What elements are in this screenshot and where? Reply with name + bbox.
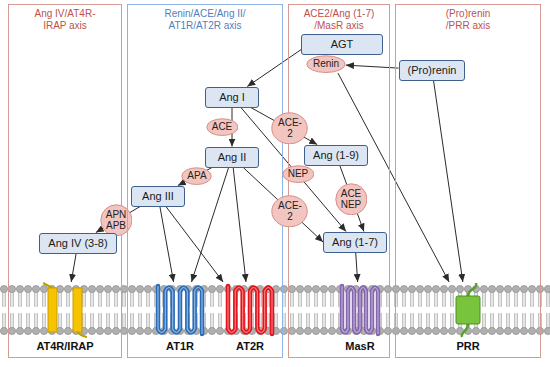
receptor-helix <box>158 286 202 334</box>
reaction-arrow <box>178 168 212 186</box>
enzyme-ellipse: NEP <box>282 165 315 183</box>
enzyme-shape <box>282 166 313 183</box>
enzyme-name: Renin <box>313 58 339 69</box>
receptor: AT4R/IRAP <box>36 282 93 353</box>
receptor-helix <box>342 286 378 334</box>
peptide-box: Ang IV (3-8) <box>39 233 116 254</box>
receptor-highlight <box>342 286 378 334</box>
receptor-symbol <box>152 282 208 338</box>
enzyme-ellipse: ACE-2 <box>271 195 308 228</box>
enzyme-name: ACE-2 <box>278 117 302 139</box>
enzyme-shape <box>272 113 307 144</box>
enzyme-shape <box>307 56 345 73</box>
axis-heading: Ang IV/AT4R- IRAP axis <box>26 8 104 32</box>
reaction-arrow <box>233 168 246 283</box>
axis-panel: ACE2/Ang (1-7) /MasR axisAGTReninACE-2An… <box>288 4 390 358</box>
receptor-name: MasR <box>345 340 374 353</box>
receptor: MasR <box>336 282 384 353</box>
axis-panel: Renin/ACE/Ang II/ AT1R/AT2R axisAng I ACE… <box>127 4 283 358</box>
receptor-bar <box>48 288 57 332</box>
peptide-box: AGT <box>301 34 383 55</box>
enzyme-name: APN APB <box>106 209 127 231</box>
receptor-highlight <box>158 286 202 334</box>
reaction-arrow <box>71 254 76 283</box>
enzyme-ellipse: ACE-2 <box>271 112 308 145</box>
axis-heading: ACE2/Ang (1-7) /MasR axis <box>295 8 383 32</box>
axis-panel: Ang IV/AT4R- IRAP axisAPN APBAng IV (3-8… <box>8 4 122 358</box>
enzyme-name: ACE <box>212 121 233 132</box>
reaction-arrow <box>340 166 364 232</box>
enzyme-name: NEP <box>288 168 309 179</box>
receptor-body <box>456 296 480 324</box>
reaction-arrow <box>356 253 358 283</box>
enzyme-shape <box>182 168 211 185</box>
peptide-name: Ang IV (3-8) <box>48 237 107 250</box>
enzyme-ellipse: APA <box>181 167 212 185</box>
axis-panel: (Pro)renin /PRR axis (Pro)reninPRR <box>395 4 541 358</box>
reaction-arrow <box>434 81 463 283</box>
receptor-bar <box>73 288 82 332</box>
enzyme-ellipse: ACE NEP <box>335 183 368 216</box>
peptide-box: (Pro)renin <box>399 60 466 81</box>
receptor-name: AT1R <box>166 340 194 353</box>
peptide-name: AGT <box>310 38 374 51</box>
reaction-arrow <box>241 108 346 232</box>
receptor-symbol <box>40 282 90 338</box>
receptor-highlight <box>228 286 272 334</box>
reaction-arrow <box>160 207 174 283</box>
peptide-name: Ang (1-7) <box>332 236 378 249</box>
receptor-name: AT4R/IRAP <box>36 340 93 353</box>
receptor-name: AT2R <box>236 340 264 353</box>
receptor: AT2R <box>222 282 278 353</box>
reaction-arrow <box>247 50 301 87</box>
enzyme-name: APA <box>187 170 206 181</box>
receptor-name: PRR <box>456 340 479 353</box>
enzyme-shape <box>335 184 366 215</box>
peptide-box: Ang III <box>131 186 185 207</box>
enzyme-shape <box>206 119 237 136</box>
enzyme-name: ACE NEP <box>341 188 362 210</box>
peptide-name: Ang I <box>214 91 250 104</box>
axis-heading: (Pro)renin /PRR axis <box>436 8 500 32</box>
peptide-box: Ang II <box>205 147 259 168</box>
peptide-box: Ang (1-7) <box>323 232 387 253</box>
reaction-arrow <box>251 108 317 145</box>
enzyme-ellipse: ACE <box>206 118 239 136</box>
enzyme-name: ACE-2 <box>278 200 302 222</box>
receptor: AT1R <box>152 282 208 353</box>
peptide-name: Ang (1-9) <box>313 149 359 162</box>
receptor-symbol <box>448 282 488 338</box>
enzyme-shape <box>272 196 307 227</box>
peptide-name: (Pro)renin <box>408 64 457 77</box>
enzyme-ellipse: Renin <box>306 55 346 73</box>
peptide-name: Ang III <box>140 190 176 203</box>
reaction-arrow <box>166 207 223 283</box>
receptor-helix <box>228 286 272 334</box>
receptor-symbol <box>336 282 384 338</box>
receptor-symbol <box>222 282 278 338</box>
peptide-name: Ang II <box>214 151 250 164</box>
receptor-strand <box>43 283 87 337</box>
axis-heading: Renin/ACE/Ang II/ AT1R/AT2R axis <box>153 8 257 32</box>
peptide-box: Ang (1-9) <box>304 145 368 166</box>
peptide-box: Ang I <box>205 87 259 108</box>
reaction-arrow <box>346 65 399 68</box>
receptor: PRR <box>448 282 488 353</box>
